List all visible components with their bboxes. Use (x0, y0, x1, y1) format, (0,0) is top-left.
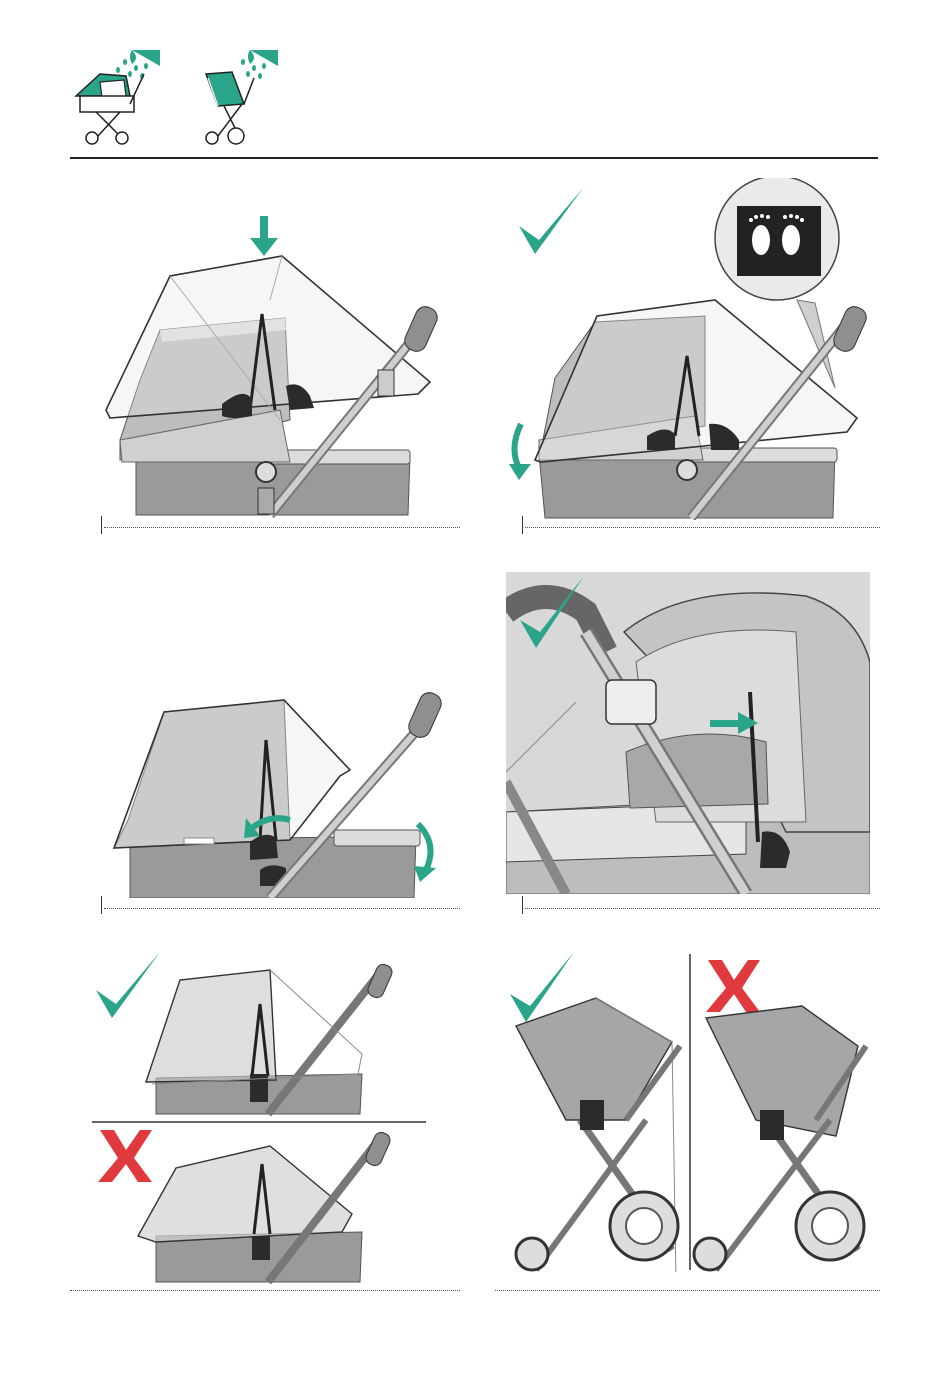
step-3-divider (104, 908, 460, 909)
header-divider (70, 157, 878, 159)
step-5-illustration (92, 946, 430, 1284)
seat-rain-cover-icon (188, 44, 288, 148)
cross-icon (98, 1130, 152, 1182)
step-4-illustration (506, 572, 870, 894)
step-3-illustration (100, 690, 460, 898)
step-6-illustration (496, 950, 870, 1272)
header-icon-carrycot-rain (70, 44, 170, 148)
step-6-divider (495, 1290, 880, 1291)
step-1-divider (104, 527, 460, 528)
step-2-illustration (505, 178, 885, 520)
step-2-divider (525, 527, 880, 528)
step-1-divider-tick (101, 516, 102, 534)
step-5-divider (70, 1290, 460, 1291)
check-icon (519, 188, 583, 254)
cross-icon (706, 960, 760, 1012)
down-arrow-icon (250, 216, 278, 256)
header-icon-seat-rain (188, 44, 288, 148)
step-1-illustration (100, 210, 460, 520)
curved-arrow-icon (509, 424, 531, 480)
check-icon (96, 952, 160, 1018)
step-4-divider-tick (522, 896, 523, 914)
step-2-divider-tick (522, 516, 523, 534)
step-3-divider-tick (101, 896, 102, 914)
carrycot-rain-cover-icon (70, 44, 170, 148)
step-4-divider (525, 908, 880, 909)
